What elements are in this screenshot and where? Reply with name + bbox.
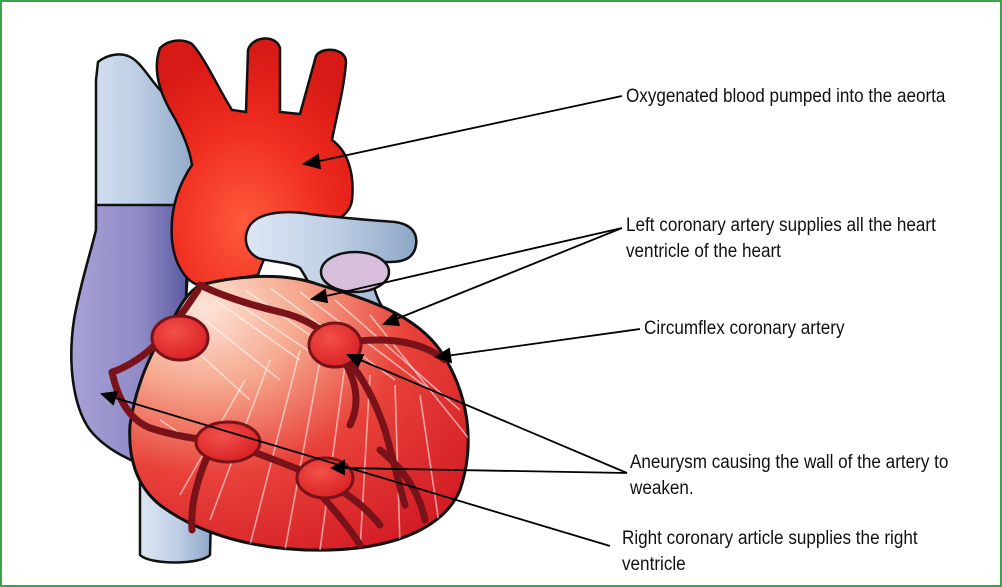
label-aorta: Oxygenated blood pumped into the aeorta <box>626 84 945 110</box>
label-right-coronary-line1: Right coronary article supplies the righ… <box>622 528 918 549</box>
label-aneurysm: Aneurysm causing the wall of the artery … <box>630 450 948 502</box>
leader-lines <box>99 95 641 547</box>
pulmonary-vein <box>319 250 391 294</box>
label-left-coronary-line1: Left coronary artery supplies all the he… <box>626 215 936 236</box>
aneurysm-upper-left <box>150 314 210 362</box>
label-circumflex: Circumflex coronary artery <box>644 316 845 342</box>
aneurysm-middle <box>194 420 262 464</box>
label-aneurysm-line1: Aneurysm causing the wall of the artery … <box>630 452 949 473</box>
heart-ventricles <box>128 274 470 552</box>
label-right-coronary: Right coronary article supplies the righ… <box>622 526 918 578</box>
label-left-coronary-line2: ventricle of the heart <box>626 241 781 262</box>
label-aneurysm-line2: weaken. <box>630 478 694 499</box>
label-aorta-text: Oxygenated blood pumped into the aeorta <box>626 86 946 107</box>
label-right-coronary-line2: ventricle <box>622 554 686 575</box>
label-circumflex-text: Circumflex coronary artery <box>644 318 845 339</box>
label-left-coronary: Left coronary artery supplies all the he… <box>626 213 936 265</box>
